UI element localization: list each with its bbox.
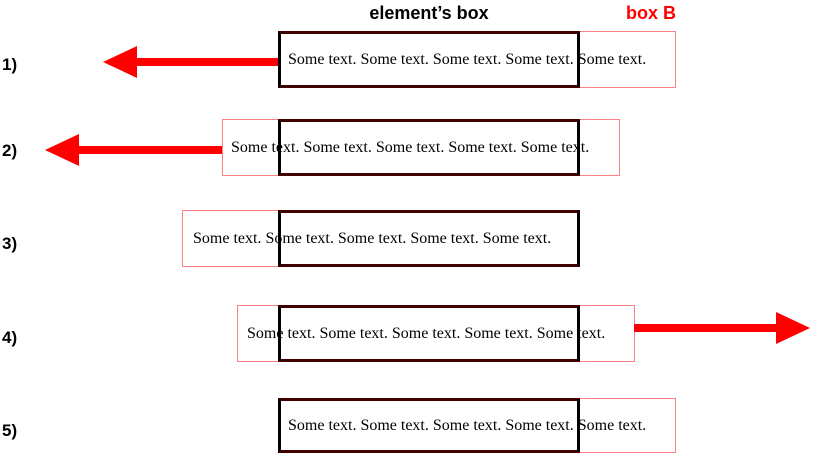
row-3-text: Some text. Some text. Some text. Some te… bbox=[193, 230, 552, 247]
row-2-label: 2) bbox=[2, 141, 18, 160]
row-4-right-arrow-icon bbox=[776, 312, 810, 344]
row-1-left-arrow-icon bbox=[103, 46, 137, 78]
row-5-box-b bbox=[278, 398, 676, 453]
row-2-arrow-shaft bbox=[75, 146, 222, 154]
row-1-element-box bbox=[278, 31, 580, 88]
box-b-title: box B bbox=[626, 3, 677, 23]
row-1-arrow-shaft bbox=[133, 58, 278, 66]
row-4-arrow-shaft bbox=[634, 324, 779, 332]
row-1-text: Some text. Some text. Some text. Some te… bbox=[288, 51, 647, 68]
row-5-label: 5) bbox=[2, 421, 18, 440]
row-2-text: Some text. Some text. Some text. Some te… bbox=[231, 139, 590, 156]
row-3-element-box bbox=[278, 210, 580, 267]
row-4-text: Some text. Some text. Some text. Some te… bbox=[247, 325, 606, 342]
row-3-box-b bbox=[182, 210, 580, 267]
row-2-left-arrow-icon bbox=[45, 134, 79, 166]
row-4-element-box bbox=[278, 305, 580, 362]
row-1-label: 1) bbox=[2, 55, 18, 74]
row-2-element-box bbox=[278, 119, 580, 176]
element-box-title: element’s box bbox=[369, 3, 489, 23]
row-4-label: 4) bbox=[2, 328, 18, 347]
row-5-element-box bbox=[278, 398, 580, 453]
row-3-label: 3) bbox=[2, 234, 18, 253]
row-5-text: Some text. Some text. Some text. Some te… bbox=[288, 417, 647, 434]
